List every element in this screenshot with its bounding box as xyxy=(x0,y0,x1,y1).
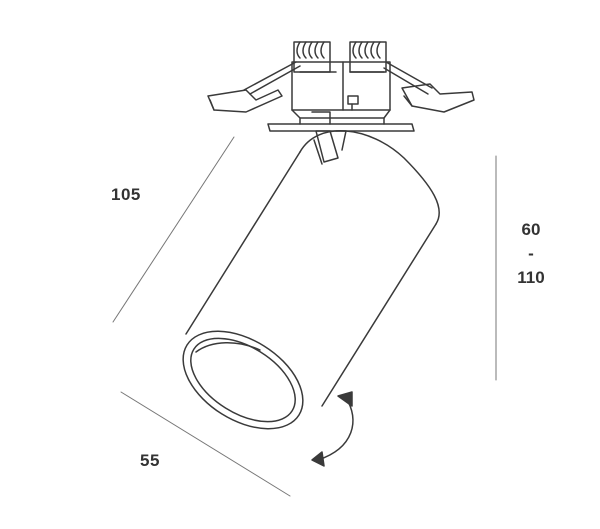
cylinder-body xyxy=(182,130,440,430)
rotation-arrow xyxy=(311,391,354,467)
height-label: 60 - 110 xyxy=(503,218,559,290)
diameter-label: 55 xyxy=(140,451,160,470)
swivel-neck xyxy=(313,130,347,165)
right-spring-clip xyxy=(349,41,475,113)
length-dimension-line xyxy=(112,136,235,323)
diameter-dimension-line xyxy=(120,391,291,497)
height-min-label: 60 xyxy=(521,220,541,239)
height-separator: - xyxy=(528,244,534,263)
height-max-label: 110 xyxy=(517,268,545,287)
left-spring-clip xyxy=(207,41,331,113)
length-label: 105 xyxy=(111,185,141,204)
recessed-housing xyxy=(267,61,415,132)
